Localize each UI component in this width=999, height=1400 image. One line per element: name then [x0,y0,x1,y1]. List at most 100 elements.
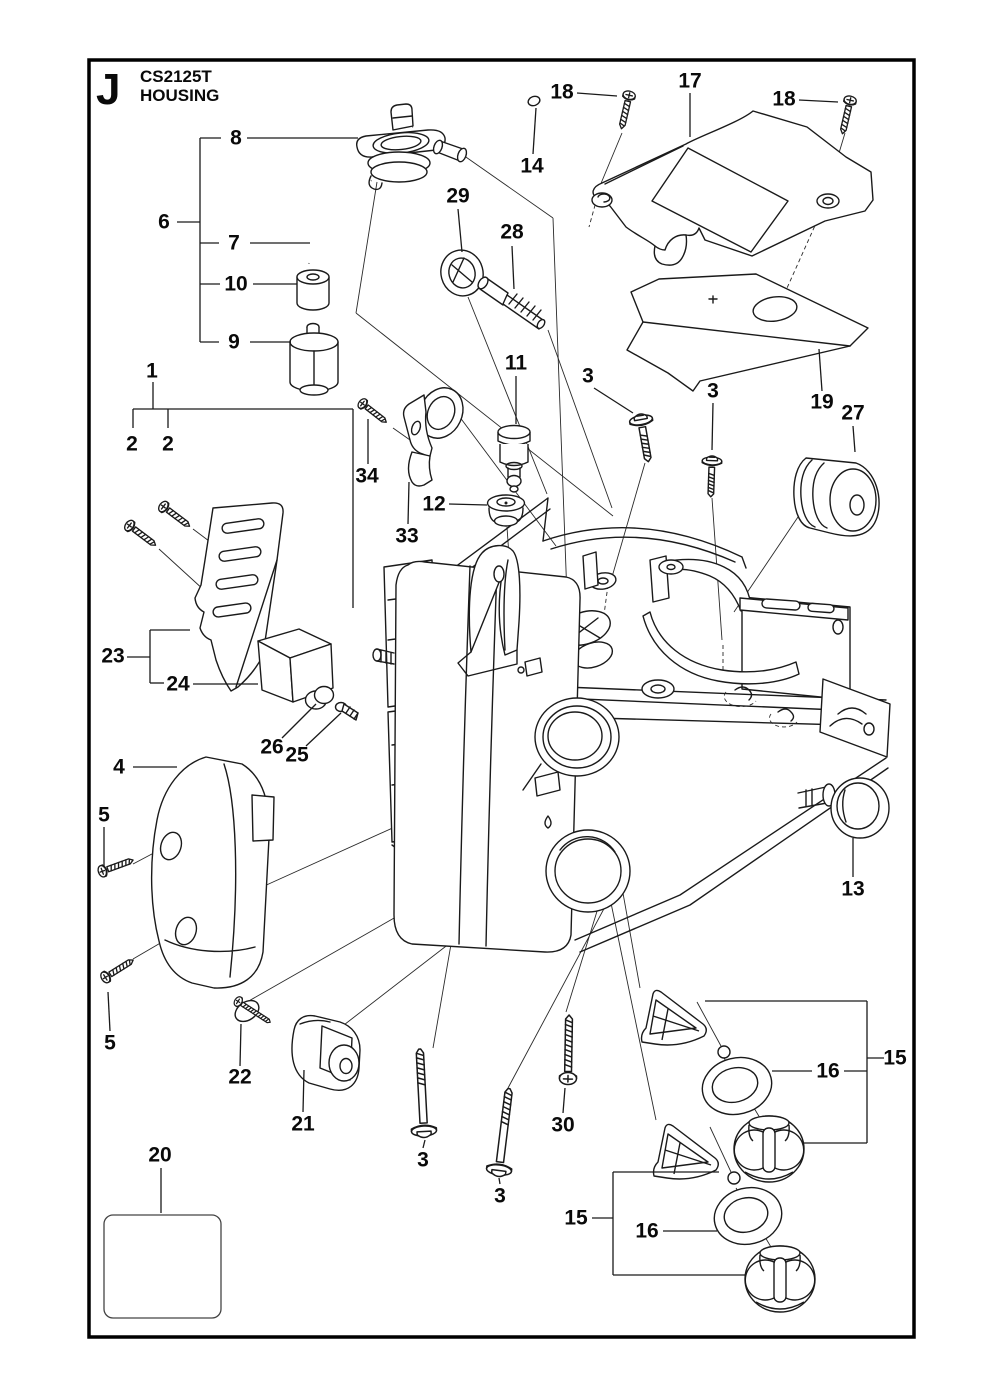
part-4-cover-drawing [150,756,275,989]
callout-15: 15 [883,1047,907,1070]
callout-20: 20 [148,1144,171,1167]
part-34-screw-drawing [355,396,391,428]
part-15-ball-drawing [717,1045,731,1059]
callout-26: 26 [260,736,283,759]
part-25-screw-drawing [334,701,359,721]
part-26-button-drawing [304,685,335,710]
callout-5: 5 [98,804,110,827]
callout-10: 10 [224,273,247,296]
callout-3: 3 [707,380,719,403]
leader-line [593,387,634,414]
callout-30: 30 [551,1114,574,1137]
page-title: HOUSING [140,86,219,105]
leader-line [422,1139,426,1149]
callout-27: 27 [841,402,864,425]
callout-19: 19 [810,391,833,414]
leader-line [818,348,823,392]
leader-line [576,92,618,97]
leader-line [281,703,317,739]
callout-23: 23 [101,645,124,668]
callout-7: 7 [228,232,240,255]
leader-line [407,481,410,525]
part-15-ball-drawing [727,1171,741,1185]
part-15-damper-drawing [733,1115,805,1183]
part-15-bracket-drawing [652,1123,719,1180]
leader-line [107,991,111,1032]
leader-line [562,1087,566,1114]
leader-line [532,107,537,155]
part-21-adjuster-drawing [291,1014,361,1091]
callout-9: 9 [228,331,240,354]
leader-line [798,99,839,103]
part-28-bolt-drawing [477,276,546,330]
part-29-grommet-drawing [440,249,484,297]
part-3-screw-drawing [627,411,661,465]
callout-13: 13 [841,878,864,901]
part-18-screw-drawing [835,94,858,136]
callout-6: 6 [158,211,170,234]
part-13-primer-bulb-drawing [797,777,890,839]
leader-line [852,425,856,453]
housing-body-drawing [372,497,891,953]
part-3-screw-drawing [406,1047,438,1139]
callout-15: 15 [564,1207,588,1230]
callout-21: 21 [291,1113,315,1136]
model-number: CS2125T [140,67,212,86]
leader-line [457,208,463,253]
part-20-decal-drawing [103,1214,222,1319]
callout-33: 33 [395,525,418,548]
callout-22: 22 [228,1066,251,1089]
part-18-screw-drawing [614,89,637,131]
part-2-screw-drawing [122,517,160,551]
part-30-screw-drawing [558,1014,579,1086]
callout-25: 25 [285,744,309,767]
callout-1: 1 [146,360,158,383]
callout-18: 18 [772,88,796,111]
callout-2: 2 [162,433,174,456]
part-15-damper-drawing [744,1245,816,1313]
callout-24: 24 [166,673,190,696]
leader-line [239,1023,242,1067]
part-8-fuel-cap-assembly-drawing [306,79,541,264]
leader-line [302,1069,305,1113]
part-5-screw-drawing [98,954,137,986]
part-27-av-bumper-drawing [793,457,880,537]
part-33-lever-drawing [402,387,464,487]
callout-2: 2 [126,433,138,456]
part-11-valve-drawing [497,424,531,493]
section-letter: J [96,65,120,114]
callout-3: 3 [417,1149,429,1172]
page-border [87,58,916,1339]
callout-14: 14 [520,155,544,178]
callout-16: 16 [635,1220,658,1243]
callout-34: 34 [355,465,379,488]
part-12-grommet-drawing [486,494,526,527]
callout-5: 5 [104,1032,116,1055]
part-5-screw-drawing [95,853,136,879]
callout-29: 29 [446,185,469,208]
callout-8: 8 [230,127,242,150]
callout-11: 11 [505,352,528,375]
title-block: J CS2125T HOUSING [96,65,219,114]
leader-line [498,1177,501,1185]
callout-12: 12 [422,493,445,516]
part-3-screw-drawing [700,454,723,498]
part-15-bracket-drawing [640,989,707,1046]
callout-18: 18 [550,81,574,104]
part-17-top-cover-drawing [591,110,874,266]
part-10-felt-drawing [296,269,330,311]
leader-line [448,503,488,506]
callout-4: 4 [113,756,125,779]
leader-line [305,712,342,747]
part-19-shield-plate-drawing [626,273,869,392]
callout-3: 3 [582,365,594,388]
part-16-ring-drawing [713,1186,783,1246]
callout-16: 16 [816,1060,839,1083]
callout-28: 28 [500,221,524,244]
part-16-ring-drawing [701,1056,773,1116]
part-3-screw-drawing [485,1086,523,1179]
part-2-screw-drawing [156,498,194,532]
